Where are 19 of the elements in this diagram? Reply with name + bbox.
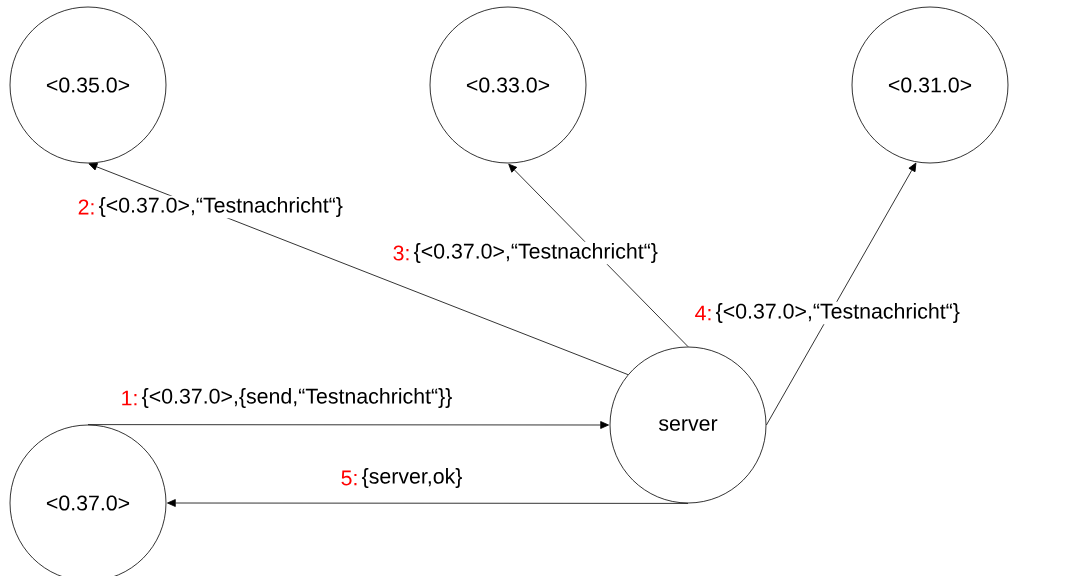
edge-label: {server,ok}	[360, 466, 464, 490]
circle-node: <0.33.0>	[429, 6, 587, 164]
arrow	[88, 163, 629, 375]
edge-label: {<0.37.0>,“Testnachricht“}	[412, 241, 660, 265]
arrow	[87, 421, 609, 429]
circle-node: <0.35.0>	[9, 6, 167, 164]
step-number: 3:	[391, 244, 412, 262]
circle-node: server	[609, 346, 767, 504]
arrow	[766, 162, 917, 426]
edge-label: {<0.37.0>,“Testnachricht“}	[714, 301, 962, 325]
step-number: 4:	[693, 304, 714, 322]
circle-node: <0.31.0>	[851, 6, 1009, 164]
step-number: 5:	[339, 469, 360, 487]
step-number: 2:	[76, 198, 97, 216]
edge-label: {<0.37.0>,“Testnachricht“}	[97, 195, 345, 219]
step-number: 1:	[119, 389, 140, 407]
edge-label: {<0.37.0>,{send,“Testnachricht“}}	[140, 386, 454, 410]
arrow	[167, 499, 689, 507]
arrow	[508, 163, 689, 347]
